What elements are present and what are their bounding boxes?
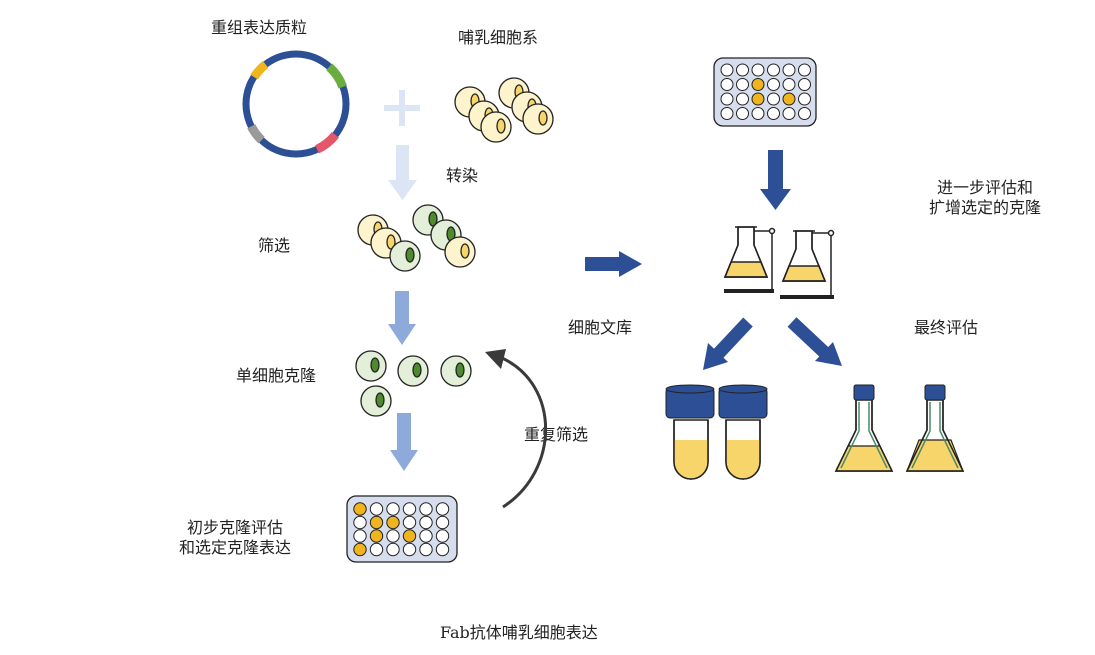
cell-library-arrow xyxy=(585,251,642,277)
well xyxy=(782,92,796,106)
well xyxy=(736,78,749,91)
well xyxy=(720,92,734,106)
well xyxy=(798,63,811,77)
well xyxy=(736,63,749,77)
well xyxy=(369,502,384,516)
tube-arrow xyxy=(703,317,753,370)
well xyxy=(751,92,765,106)
tube-icon xyxy=(718,384,768,480)
well xyxy=(767,92,780,106)
well xyxy=(353,529,367,543)
library-well-plate-icon xyxy=(713,57,817,127)
figure-caption: Fab抗体哺乳细胞表达 xyxy=(440,623,598,642)
well xyxy=(798,107,811,120)
well xyxy=(353,502,367,516)
well xyxy=(402,515,417,530)
further-eval-label: 进一步评估和 扩增选定的克隆 xyxy=(910,178,1060,218)
well xyxy=(767,107,780,120)
well xyxy=(720,63,734,77)
initial-eval-label: 初步克隆评估 和选定克隆表达 xyxy=(160,518,310,558)
repeat-screen-arrow xyxy=(485,349,547,509)
screening-label: 筛选 xyxy=(258,236,291,255)
well xyxy=(435,542,450,557)
transfection-arrow xyxy=(388,145,417,200)
flask-icon xyxy=(834,384,894,472)
well xyxy=(353,542,367,557)
well xyxy=(782,107,796,120)
further-eval-line2: 扩增选定的克隆 xyxy=(928,198,1041,217)
well xyxy=(402,502,417,516)
plasmid-label: 重组表达质粒 xyxy=(211,18,308,37)
further-eval-line1: 进一步评估和 xyxy=(936,178,1033,197)
screening-cells-icon xyxy=(357,204,476,272)
well xyxy=(386,529,400,543)
well xyxy=(369,542,384,557)
well xyxy=(751,107,765,120)
cell-library-label: 细胞文库 xyxy=(568,318,633,337)
well xyxy=(435,502,450,516)
initial-eval-line1: 初步克隆评估 xyxy=(186,518,283,537)
flask-icon xyxy=(905,384,965,472)
well xyxy=(369,515,384,530)
well xyxy=(419,542,433,557)
well xyxy=(386,515,400,530)
initial-eval-line2: 和选定克隆表达 xyxy=(178,538,291,557)
well xyxy=(353,515,367,530)
well xyxy=(782,78,796,91)
well xyxy=(736,92,749,106)
flask-icon xyxy=(780,229,835,299)
well xyxy=(751,78,765,91)
well xyxy=(386,542,400,557)
well xyxy=(767,63,780,77)
tube-icon xyxy=(665,384,715,480)
well xyxy=(751,63,765,77)
well xyxy=(736,107,749,120)
well xyxy=(435,515,450,530)
well xyxy=(767,78,780,91)
mammalian-cells-icon xyxy=(454,77,554,143)
single-clone-label: 单细胞克隆 xyxy=(236,366,317,385)
well xyxy=(402,529,417,543)
well xyxy=(419,502,433,516)
screening-arrow xyxy=(388,291,416,345)
well xyxy=(720,107,734,120)
well xyxy=(720,78,734,91)
single-clone-cells-icon xyxy=(355,350,472,417)
well xyxy=(435,529,450,543)
well xyxy=(386,502,400,516)
flask-icon xyxy=(723,226,776,293)
final-eval-label: 最终评估 xyxy=(914,318,979,337)
well xyxy=(419,515,433,530)
initial-well-plate-icon xyxy=(346,495,458,563)
mammalian-cells-label: 哺乳细胞系 xyxy=(458,28,539,47)
transfection-label: 转染 xyxy=(446,166,479,185)
well xyxy=(798,78,811,91)
well xyxy=(419,529,433,543)
well xyxy=(402,542,417,557)
well xyxy=(369,529,384,543)
expansion-arrow xyxy=(760,150,791,210)
plasmid-icon xyxy=(242,50,350,158)
well xyxy=(782,63,796,77)
final-flask-arrow xyxy=(787,317,842,366)
repeat-screen-label: 重复筛选 xyxy=(524,425,589,444)
plus-icon xyxy=(384,90,420,126)
clone-arrow xyxy=(390,413,418,471)
well xyxy=(798,92,811,106)
